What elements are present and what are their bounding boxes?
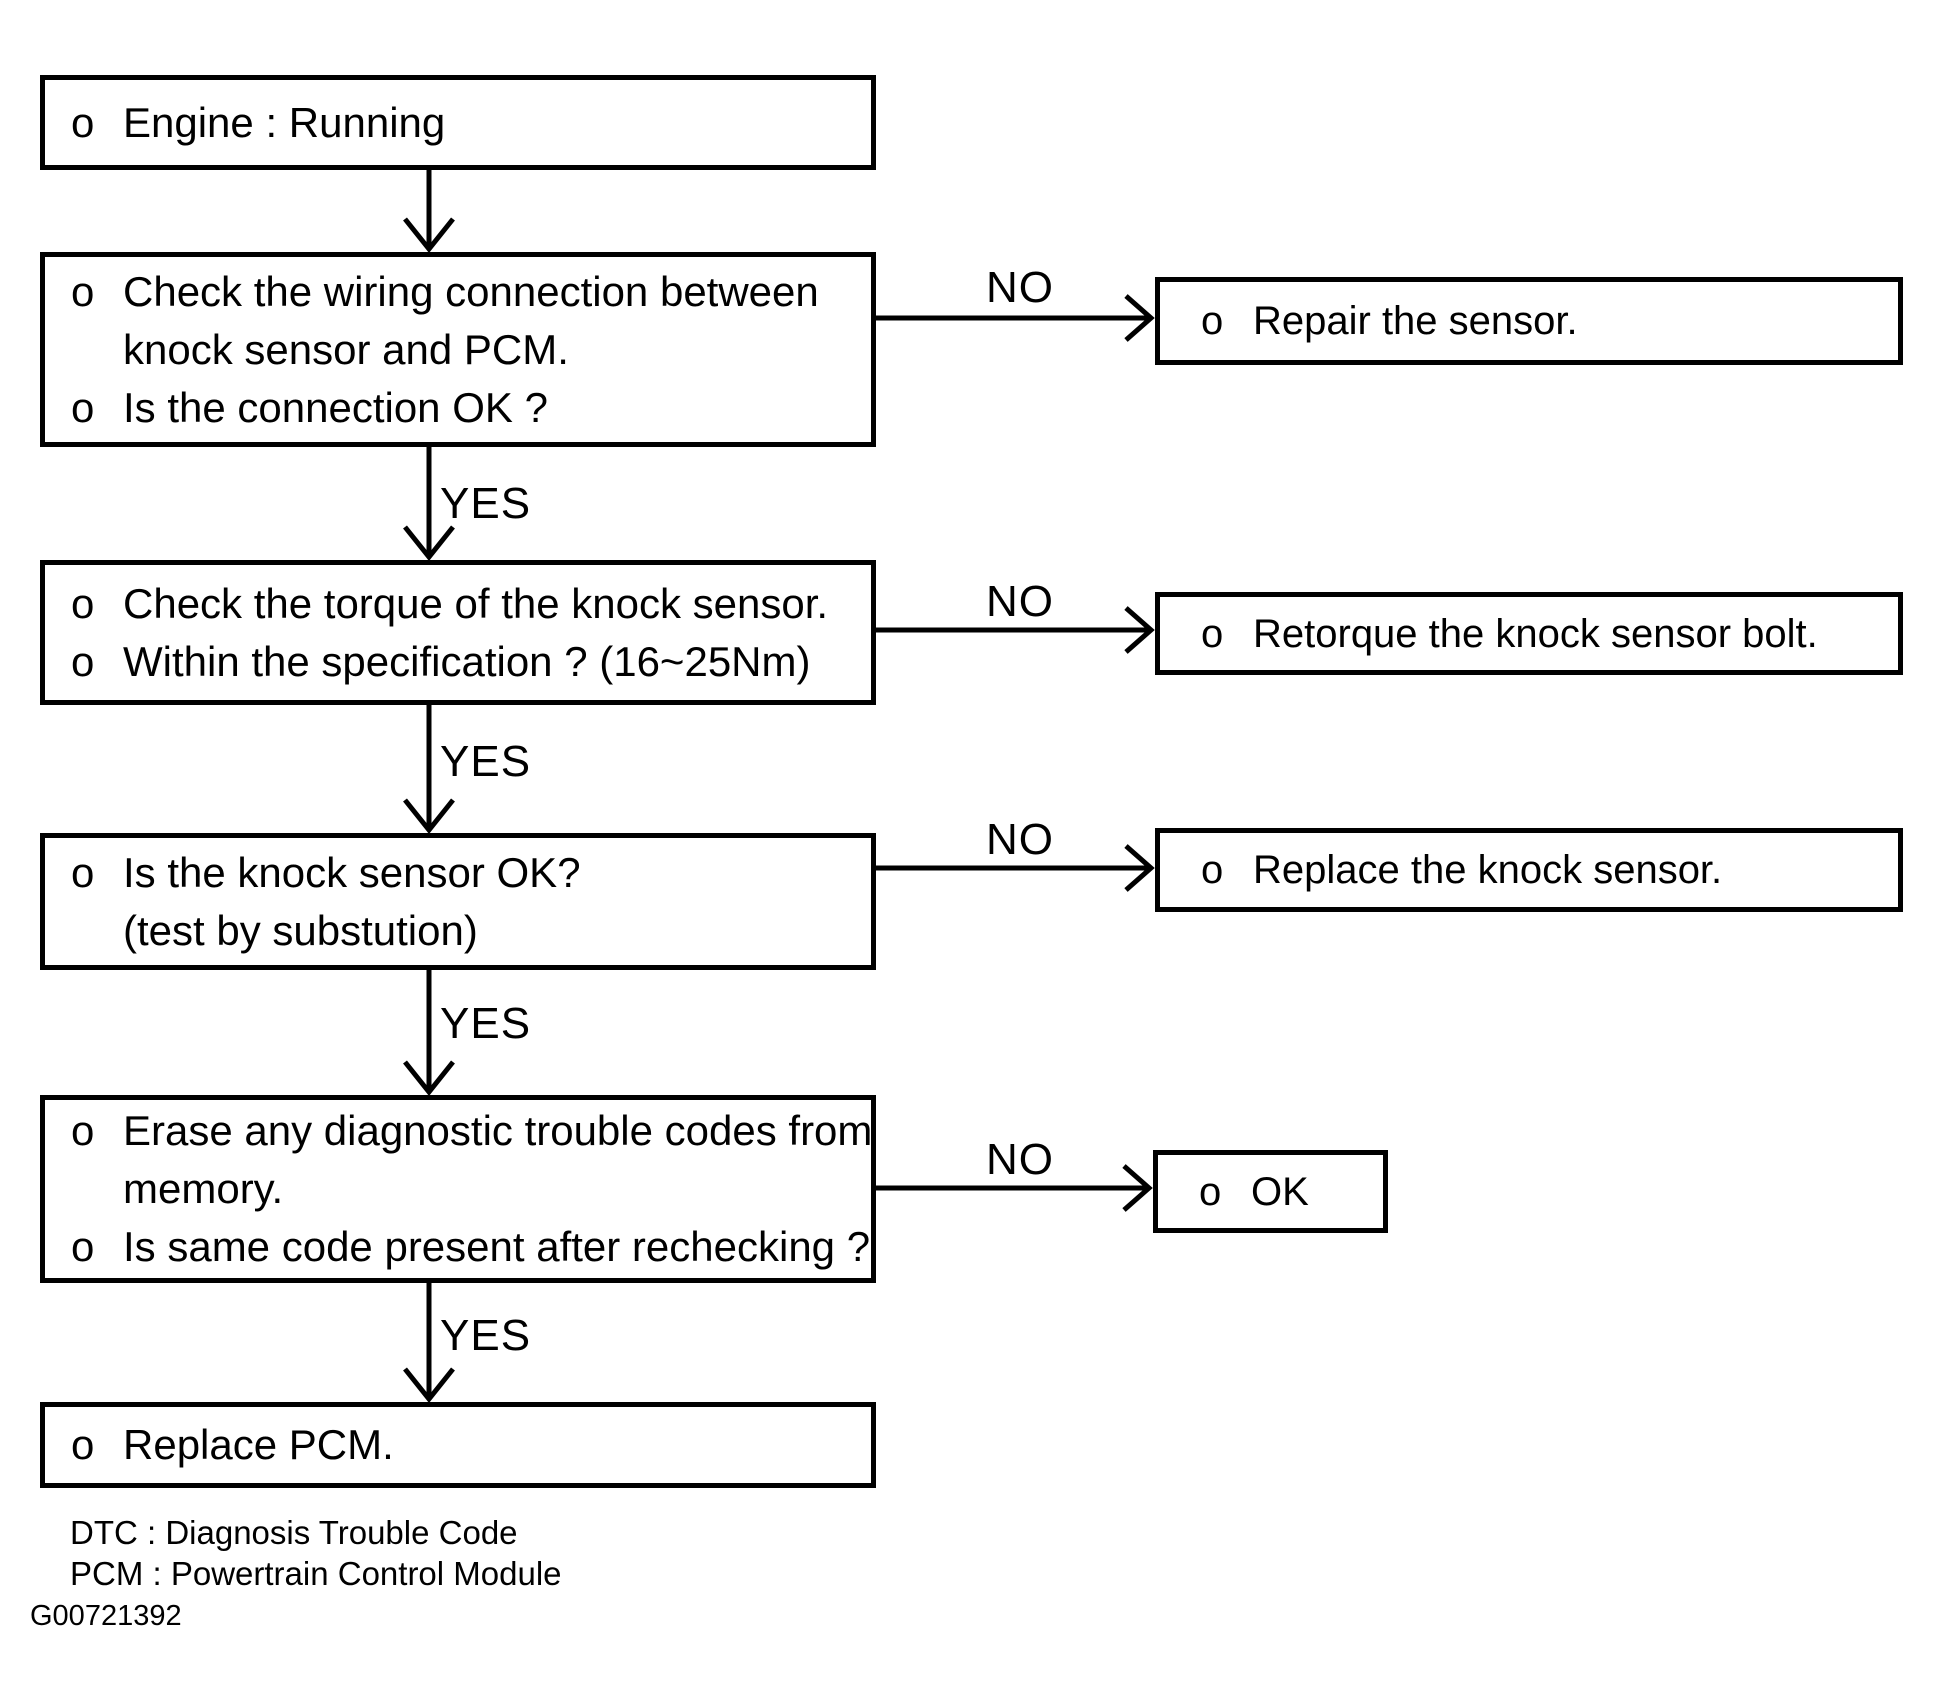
result-item: o OK	[1158, 1167, 1383, 1217]
step-item: o Is the knock sensor OK? (test by subst…	[45, 844, 871, 960]
arrow-head-right	[1124, 294, 1155, 342]
yes-label-4: YES	[440, 1311, 532, 1360]
result-box-ok: o OK	[1153, 1150, 1388, 1233]
figure-id: G00721392	[30, 1600, 182, 1632]
step-box-torque-check: o Check the torque of the knock sensor. …	[40, 560, 876, 705]
arrow-head-down	[403, 217, 455, 254]
step-item: o Erase any diagnostic trouble codes fro…	[45, 1102, 873, 1218]
bullet-marker: o	[71, 267, 95, 315]
bullet-marker: o	[1201, 299, 1224, 343]
step-item: o Is the connection OK ?	[45, 379, 871, 437]
step-text: Within the specification ? (16~25Nm)	[123, 637, 811, 685]
no-label-1: NO	[986, 263, 1054, 312]
arrow-head-down	[403, 525, 455, 562]
footnote-dtc: DTC : Diagnosis Trouble Code	[70, 1514, 518, 1551]
step-text: Check the wiring connection between knoc…	[123, 267, 819, 373]
no-label-3: NO	[986, 815, 1054, 864]
result-item: o Retorque the knock sensor bolt.	[1160, 609, 1898, 659]
bullet-marker: o	[71, 579, 95, 627]
result-item: o Replace the knock sensor.	[1160, 845, 1898, 895]
bullet-marker: o	[1199, 1169, 1222, 1214]
result-text: Repair the sensor.	[1253, 299, 1578, 343]
step-box-engine-running: o Engine : Running	[40, 75, 876, 170]
step-text: Replace PCM.	[123, 1421, 394, 1468]
bullet-marker: o	[1201, 848, 1224, 892]
step-item: o Check the wiring connection between kn…	[45, 263, 871, 379]
arrow-head-down	[403, 1060, 455, 1097]
step-item: o Is same code present after rechecking …	[45, 1218, 871, 1276]
arrow-head-right	[1124, 844, 1155, 892]
step-box-wiring-check: o Check the wiring connection between kn…	[40, 252, 876, 447]
step-text: Engine : Running	[123, 98, 446, 146]
result-item: o Repair the sensor.	[1160, 296, 1898, 346]
step-text: Check the torque of the knock sensor.	[123, 579, 829, 627]
arrow-head-down	[403, 798, 455, 835]
result-box-repair-sensor: o Repair the sensor.	[1155, 277, 1903, 365]
bullet-marker: o	[71, 1107, 95, 1154]
bullet-marker: o	[71, 383, 95, 431]
result-text: Replace the knock sensor.	[1253, 848, 1723, 892]
yes-label-2: YES	[440, 737, 532, 786]
yes-label-3: YES	[440, 999, 532, 1048]
no-label-2: NO	[986, 577, 1054, 626]
yes-label-1: YES	[440, 479, 532, 528]
result-text: OK	[1251, 1169, 1309, 1214]
step-item: o Within the specification ? (16~25Nm)	[45, 633, 871, 691]
bullet-marker: o	[71, 637, 95, 685]
footnotes: DTC : Diagnosis Trouble Code PCM : Power…	[70, 1512, 562, 1594]
bullet-marker: o	[1201, 611, 1224, 656]
step-box-erase-dtc: o Erase any diagnostic trouble codes fro…	[40, 1095, 876, 1283]
result-text: Retorque the knock sensor bolt.	[1253, 611, 1818, 656]
step-item: o Engine : Running	[45, 94, 871, 152]
arrow-head-right	[1124, 606, 1155, 654]
result-box-replace-sensor: o Replace the knock sensor.	[1155, 828, 1903, 912]
arrow-head-right	[1122, 1164, 1153, 1212]
footnote-pcm: PCM : Powertrain Control Module	[70, 1555, 562, 1592]
step-item: o Replace PCM.	[45, 1416, 871, 1474]
step-box-sensor-check: o Is the knock sensor OK? (test by subst…	[40, 833, 876, 970]
bullet-marker: o	[71, 848, 95, 896]
no-label-4: NO	[986, 1135, 1054, 1184]
step-text: Is same code present after rechecking ?	[123, 1223, 871, 1270]
step-item: o Check the torque of the knock sensor.	[45, 575, 871, 633]
step-text: Is the knock sensor OK? (test by substut…	[123, 848, 581, 954]
step-text: Erase any diagnostic trouble codes from …	[123, 1107, 873, 1212]
step-text: Is the connection OK ?	[123, 383, 548, 431]
arrow-head-down	[403, 1367, 455, 1404]
step-box-replace-pcm: o Replace PCM.	[40, 1402, 876, 1488]
bullet-marker: o	[71, 1223, 95, 1270]
result-box-retorque-bolt: o Retorque the knock sensor bolt.	[1155, 592, 1903, 675]
bullet-marker: o	[71, 98, 95, 146]
bullet-marker: o	[71, 1421, 95, 1468]
